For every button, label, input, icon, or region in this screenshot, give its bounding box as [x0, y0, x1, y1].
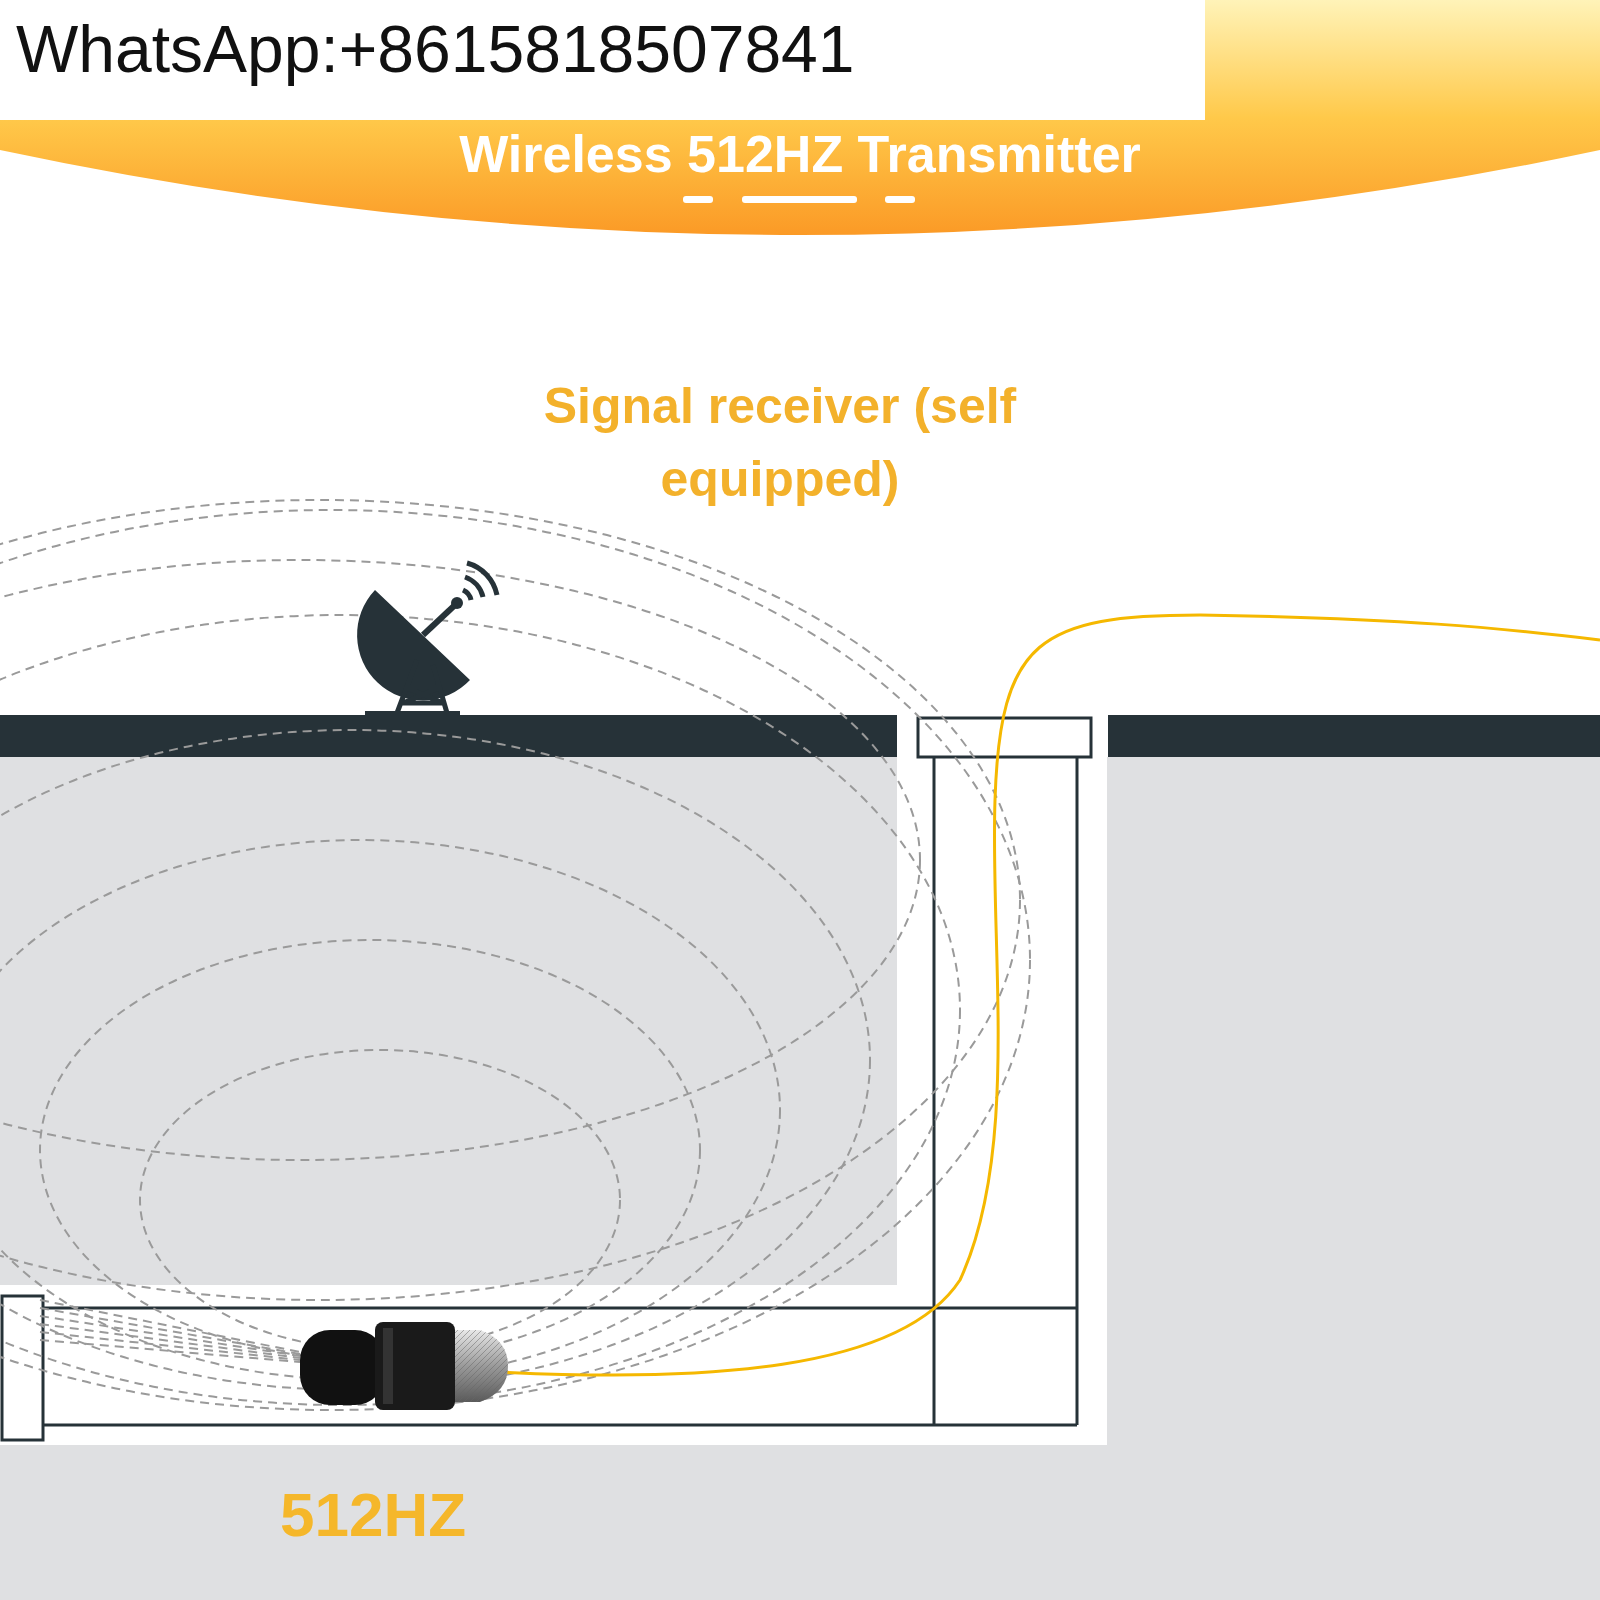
field-line: [0, 840, 780, 1380]
field-line: [40, 1324, 300, 1358]
camera-cable: [500, 615, 1600, 1375]
field-line: [40, 1340, 300, 1362]
field-line: [40, 1332, 300, 1360]
field-line: [40, 1308, 300, 1354]
pipe: [2, 718, 1091, 1440]
transmitter-camera: [300, 1322, 508, 1410]
ground: [0, 757, 1600, 1600]
title-underline: [683, 196, 915, 203]
field-line: [0, 510, 1030, 1410]
field-line: [0, 500, 1020, 1300]
receiver-label: Signal receiver (self equipped): [520, 370, 1040, 515]
surface: [0, 715, 897, 757]
watermark: WhatsApp:+8615818507841: [0, 0, 1205, 120]
field-line: [40, 1316, 300, 1356]
field-line: [0, 730, 870, 1390]
frequency-label: 512HZ: [280, 1478, 560, 1552]
surface: [1108, 715, 1600, 757]
receiver-dish-icon: [357, 563, 497, 717]
banner: [0, 0, 1600, 235]
magnetic-field-lines: [0, 500, 1030, 1410]
field-line: [40, 1300, 300, 1352]
pipe-trench: [0, 1285, 1107, 1445]
title: Wireless 512HZ Transmitter: [250, 124, 1350, 184]
field-line: [140, 1050, 620, 1350]
field-line: [0, 560, 920, 1160]
